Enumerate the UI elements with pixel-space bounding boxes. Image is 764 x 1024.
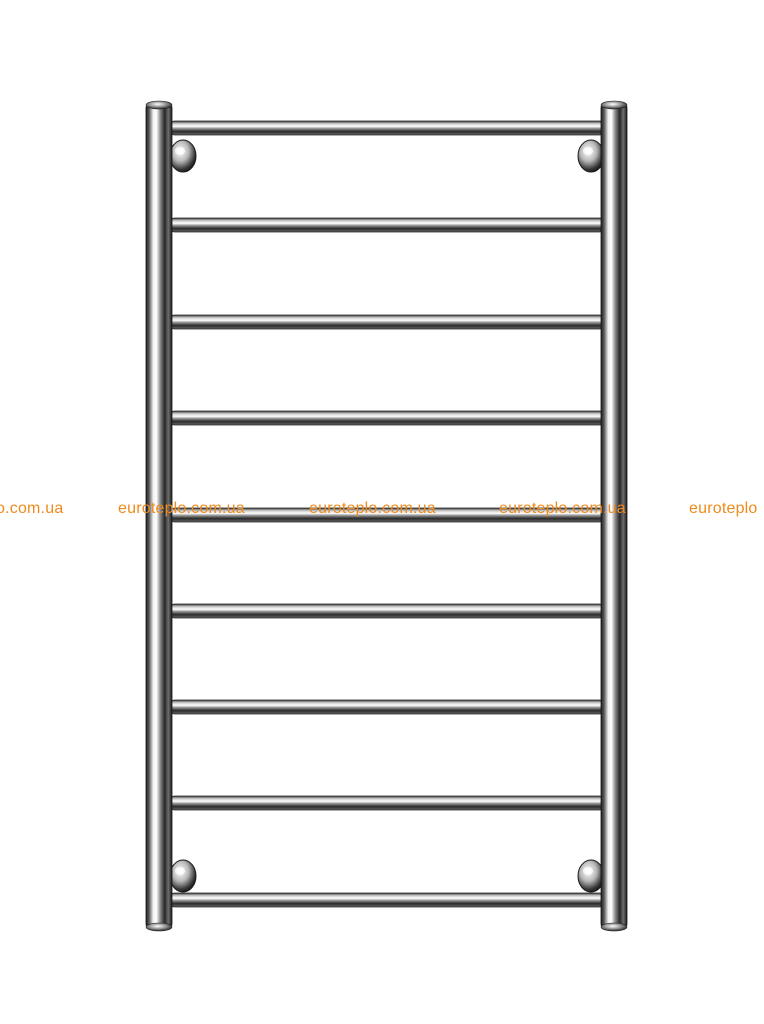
watermark-text: o.com.ua — [0, 500, 64, 517]
bracket-top-right — [577, 139, 605, 173]
rail-2 — [167, 217, 607, 233]
rail-6 — [167, 603, 607, 619]
watermark-strip: o.com.ua euroteplo.com.ua euroteplo.com.… — [0, 498, 764, 522]
wall-brackets — [169, 139, 605, 893]
watermark-text: euroteplo.com.ua — [118, 500, 245, 517]
rail-9 — [167, 892, 607, 908]
bracket-top-left — [169, 139, 197, 173]
rail-8 — [167, 795, 607, 811]
rail-3 — [167, 314, 607, 330]
watermark-text: euroteplo.com.ua — [499, 500, 626, 517]
watermark-text: euroteplo — [689, 500, 758, 517]
left-post — [145, 100, 173, 932]
bracket-bottom-left — [169, 859, 197, 893]
bracket-bottom-right — [577, 859, 605, 893]
right-post — [600, 100, 628, 932]
rail-1 — [167, 120, 607, 136]
rail-4 — [167, 410, 607, 426]
watermark-text: euroteplo.com.ua — [309, 500, 436, 517]
rail-7 — [167, 699, 607, 715]
